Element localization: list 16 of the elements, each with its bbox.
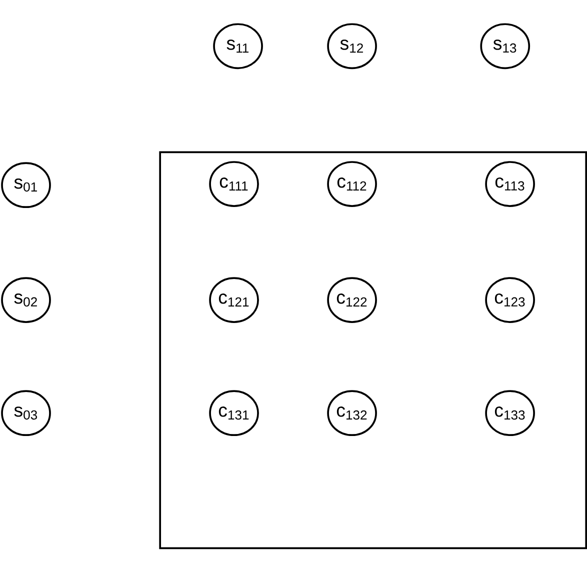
circle-node: c$_{122}$ bbox=[327, 277, 377, 323]
circle-node: s$_{03}$ bbox=[1, 390, 51, 436]
circle-node: c$_{111}$ bbox=[209, 161, 259, 207]
circle-node: c$_{112}$ bbox=[327, 161, 377, 207]
circle-node: s$_{13}$ bbox=[480, 23, 530, 70]
circle-node: c$_{133}$ bbox=[485, 390, 535, 436]
circle-node: s$_{02}$ bbox=[1, 277, 51, 323]
circle-node: c$_{121}$ bbox=[209, 277, 259, 323]
circle-node: c$_{113}$ bbox=[485, 161, 535, 207]
circle-node: c$_{123}$ bbox=[485, 277, 535, 323]
circle-node: c$_{131}$ bbox=[209, 390, 259, 436]
frame-box bbox=[159, 151, 587, 550]
circle-node: c$_{132}$ bbox=[327, 390, 377, 436]
circle-node: s$_{01}$ bbox=[1, 162, 51, 208]
circle-node: s$_{11}$ bbox=[213, 23, 263, 70]
circle-node: s$_{12}$ bbox=[327, 23, 377, 70]
